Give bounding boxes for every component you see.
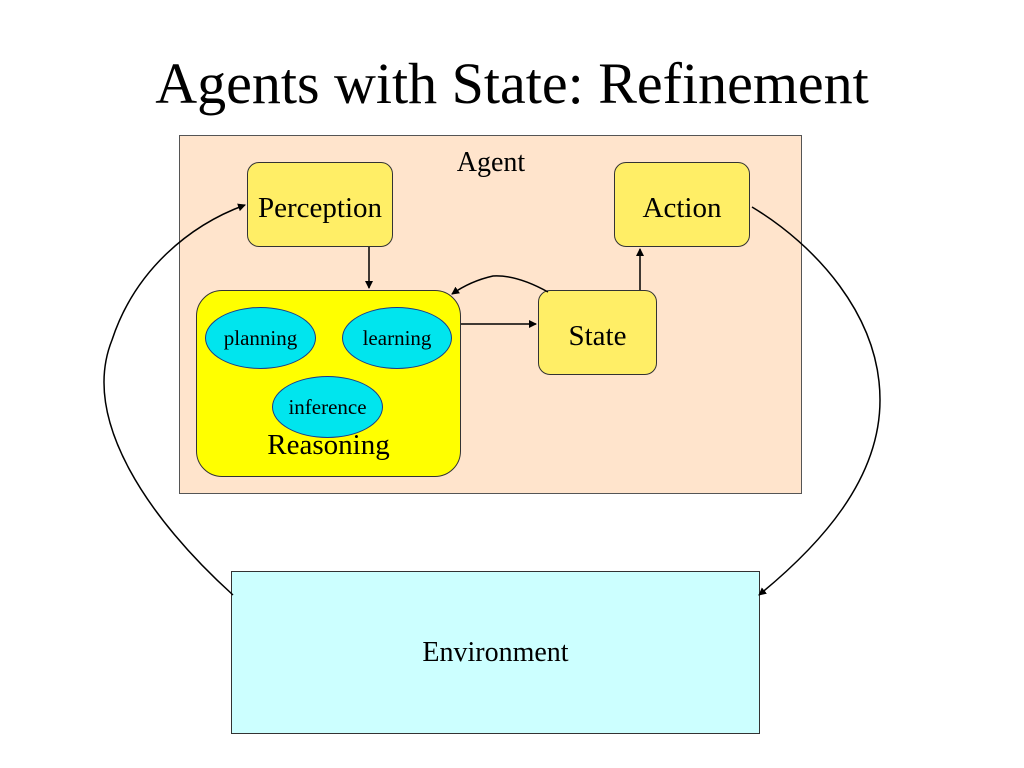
inference-label: inference — [288, 395, 367, 419]
agent-label: Agent — [456, 147, 526, 178]
state-node[interactable]: State — [538, 290, 657, 375]
environment-label: Environment — [422, 636, 569, 668]
slide-title: Agents with State: Refinement — [155, 51, 869, 116]
state-label: State — [568, 320, 627, 352]
planning-node[interactable]: planning — [205, 307, 316, 369]
reasoning-label: Reasoning — [267, 429, 390, 461]
environment-node[interactable]: Environment — [231, 571, 760, 734]
action-label: Action — [642, 192, 722, 224]
inference-node[interactable]: inference — [272, 376, 383, 438]
learning-label: learning — [362, 326, 432, 350]
perception-node[interactable]: Perception — [247, 162, 393, 247]
perception-label: Perception — [257, 192, 382, 224]
learning-node[interactable]: learning — [342, 307, 452, 369]
action-node[interactable]: Action — [614, 162, 750, 247]
planning-label: planning — [223, 326, 298, 350]
